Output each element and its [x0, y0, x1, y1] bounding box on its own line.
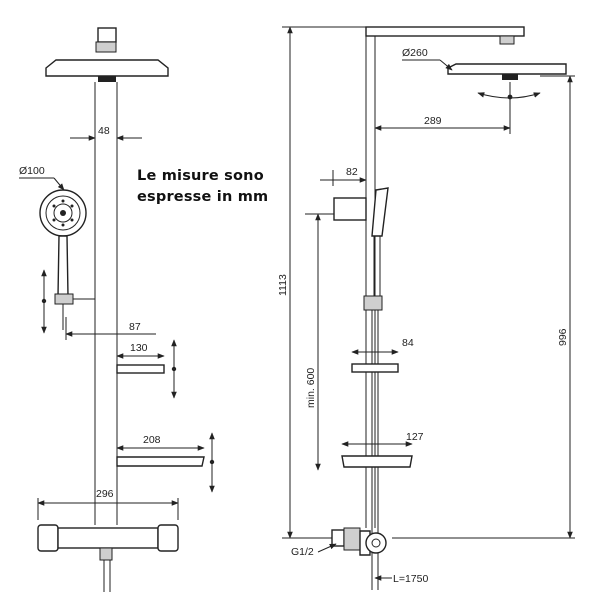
dim-shelf-min-height-text: min. 600 — [305, 368, 317, 408]
dim-shelf-offset-text: 87 — [129, 321, 141, 333]
thermostatic-mixer-front — [37, 524, 179, 592]
dim-overhead-dia-text: Ø260 — [402, 47, 428, 59]
dim-hand-shower-dia-text: Ø100 — [19, 165, 45, 177]
hand-shower-side — [371, 187, 389, 237]
side-view: Ø260 289 82 min. 600 — [277, 26, 575, 590]
hand-shower-front — [39, 189, 95, 330]
thermostatic-mixer-side — [331, 527, 387, 556]
dim-large-shelf-width-text: 208 — [143, 434, 161, 446]
dim-side-large-shelf: 127 — [341, 431, 424, 447]
front-view: 48 Ø100 — [19, 27, 215, 592]
dim-total-height: 1113 — [277, 26, 366, 539]
units-note: Le misure sono espresse in mm — [137, 166, 268, 208]
large-shelf-side — [341, 455, 413, 468]
hand-shower-holder-side — [333, 197, 367, 221]
dim-holder-width-text: 82 — [346, 166, 358, 178]
units-note-line2: espresse in mm — [137, 189, 269, 205]
dim-mixer-width-text: 296 — [96, 488, 114, 500]
adjust-arrow-large-shelf — [209, 432, 215, 493]
dim-shelf-offset: 87 — [65, 317, 156, 340]
dim-hand-shower-dia: Ø100 — [19, 165, 65, 191]
ceiling-connector — [97, 27, 117, 43]
dim-holder-width: 82 — [320, 166, 367, 186]
arm-joint — [499, 35, 515, 45]
large-shelf-front — [116, 456, 205, 467]
slide-holder — [54, 293, 74, 305]
hand-shower-handle — [57, 235, 69, 297]
swivel-joint — [95, 41, 117, 53]
overhead-shower-front — [45, 59, 169, 77]
dim-hose-length-text: L=1750 — [393, 573, 428, 585]
dim-total-height-text: 1113 — [277, 274, 289, 296]
adjust-arrow-small-shelf — [171, 339, 177, 399]
overhead-nozzle-front — [98, 76, 116, 82]
slide-holder-side — [363, 295, 383, 311]
dim-small-shelf-width: 130 — [116, 342, 165, 359]
dim-shelf-min-height: min. 600 — [305, 213, 334, 471]
dim-pipe-width: 48 — [70, 125, 142, 141]
dim-arm-length: 289 — [374, 82, 511, 134]
dim-small-shelf-width-text: 130 — [130, 342, 148, 354]
dim-large-shelf-width: 208 — [116, 434, 205, 451]
dim-overhead-dia: Ø260 — [402, 47, 453, 71]
small-shelf-side — [351, 363, 399, 373]
shower-arm — [365, 26, 525, 37]
small-shelf-front — [116, 364, 165, 374]
units-note-line1: Le misure sono — [137, 168, 264, 184]
dim-hose-length: L=1750 — [374, 573, 428, 585]
dim-head-height-text: 996 — [557, 328, 569, 346]
dim-side-small-shelf-text: 84 — [402, 337, 414, 349]
dim-pipe-width-text: 48 — [98, 125, 110, 137]
dim-head-height: 996 — [392, 75, 575, 539]
dim-side-small-shelf: 84 — [351, 337, 414, 355]
dim-side-large-shelf-text: 127 — [406, 431, 424, 443]
dim-inlet-thread: G1/2 — [291, 543, 337, 558]
adjust-arrow-hand-shower — [41, 269, 47, 334]
overhead-shower-side — [447, 63, 567, 75]
dim-mixer-width: 296 — [37, 488, 179, 520]
overhead-nozzle-side — [502, 74, 518, 80]
dim-arm-length-text: 289 — [424, 115, 442, 127]
dim-inlet-thread-text: G1/2 — [291, 546, 314, 558]
